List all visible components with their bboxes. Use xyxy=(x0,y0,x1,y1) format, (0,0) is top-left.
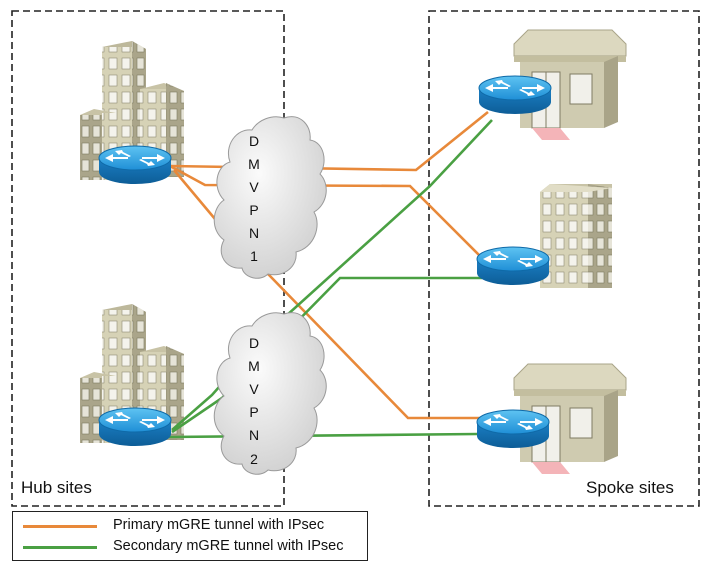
router-icon xyxy=(98,145,172,185)
legend-label: Primary mGRE tunnel with IPsec xyxy=(113,517,325,533)
dvpn-letter: M xyxy=(248,358,260,374)
dvpn-letter: N xyxy=(249,427,259,443)
legend-swatch xyxy=(23,525,97,528)
cloud-icon: D M V P N 2 xyxy=(213,312,327,475)
dvpn-letter: V xyxy=(249,179,259,195)
hub-sites-label: Hub sites xyxy=(21,478,92,497)
dvpn-number: 2 xyxy=(250,451,258,467)
secondary-tunnel xyxy=(167,432,479,439)
dvpn-letter: P xyxy=(249,404,258,420)
dvpn-number: 1 xyxy=(250,248,258,264)
router-icon xyxy=(476,246,550,286)
dvpn-letter: V xyxy=(249,381,259,397)
dvpn-letter: P xyxy=(249,202,258,218)
spoke-sites-label: Spoke sites xyxy=(586,478,674,497)
primary-tunnel xyxy=(169,110,489,172)
legend-swatch xyxy=(23,546,97,549)
cloud-icon: D M V P N 1 xyxy=(213,116,327,279)
dvpn-letter: D xyxy=(249,133,259,149)
legend: Primary mGRE tunnel with IPsec Secondary… xyxy=(12,511,368,561)
spoke-sites-frame xyxy=(428,10,700,507)
spoke-building-icon xyxy=(540,184,612,288)
primary-tunnel xyxy=(173,169,482,420)
dvpn-letter: M xyxy=(248,156,260,172)
dvpn-letter: N xyxy=(249,225,259,241)
router-icon xyxy=(478,75,552,115)
router-icon xyxy=(476,409,550,449)
dvpn-letter: D xyxy=(249,335,259,351)
router-icon xyxy=(98,407,172,447)
legend-label: Secondary mGRE tunnel with IPsec xyxy=(113,538,344,554)
